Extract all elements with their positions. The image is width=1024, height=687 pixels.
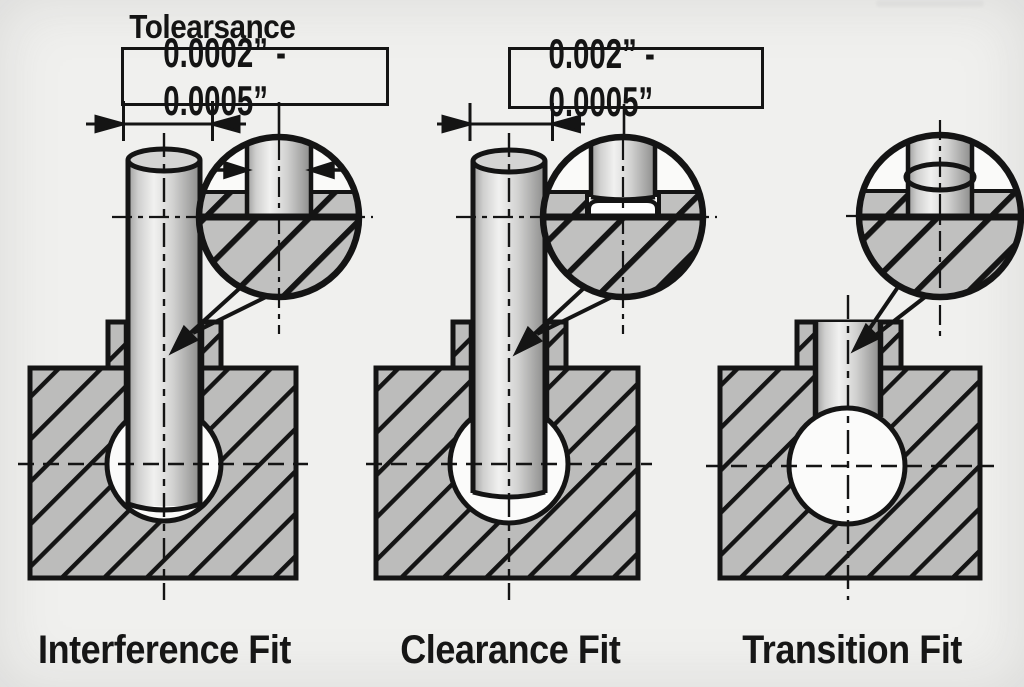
leader-arrow xyxy=(850,285,927,354)
dimension-lines-clearance xyxy=(437,103,626,141)
detail-pin-bottom xyxy=(590,194,656,202)
dimension-lines-interference xyxy=(86,101,281,141)
leader-arrow xyxy=(168,286,269,356)
tolerance-box-clearance: 0.002” - 0.0005” xyxy=(508,30,764,125)
tolerance-box-interference: 0.0002” - 0.0005” xyxy=(121,29,389,124)
dim-arrow-right-icon xyxy=(441,114,476,134)
faint-watermark xyxy=(876,0,984,7)
leader-arrow xyxy=(512,286,613,357)
arrow-left-icon xyxy=(305,160,335,180)
dim-arrow-left-icon xyxy=(206,114,241,134)
clearance-gap xyxy=(587,199,659,219)
leader-arrowhead-icon xyxy=(850,322,882,354)
diagram-title: Tolearsance xyxy=(128,8,296,45)
transition-detail-view xyxy=(850,120,1024,354)
dim-arrow-left-icon xyxy=(546,114,581,134)
clearance-detail-view xyxy=(512,133,707,357)
dim-arrow-right-icon xyxy=(94,114,129,134)
arrow-right-icon xyxy=(223,160,253,180)
fit-label-clearance: Clearance Fit xyxy=(399,628,621,672)
transition-figure xyxy=(706,295,994,600)
leader-arrowhead-icon xyxy=(512,325,544,357)
fit-label-transition: Transition Fit xyxy=(742,628,962,672)
leader-arrowhead-icon xyxy=(168,324,200,356)
fit-label-interference: Interference Fit xyxy=(38,628,291,672)
